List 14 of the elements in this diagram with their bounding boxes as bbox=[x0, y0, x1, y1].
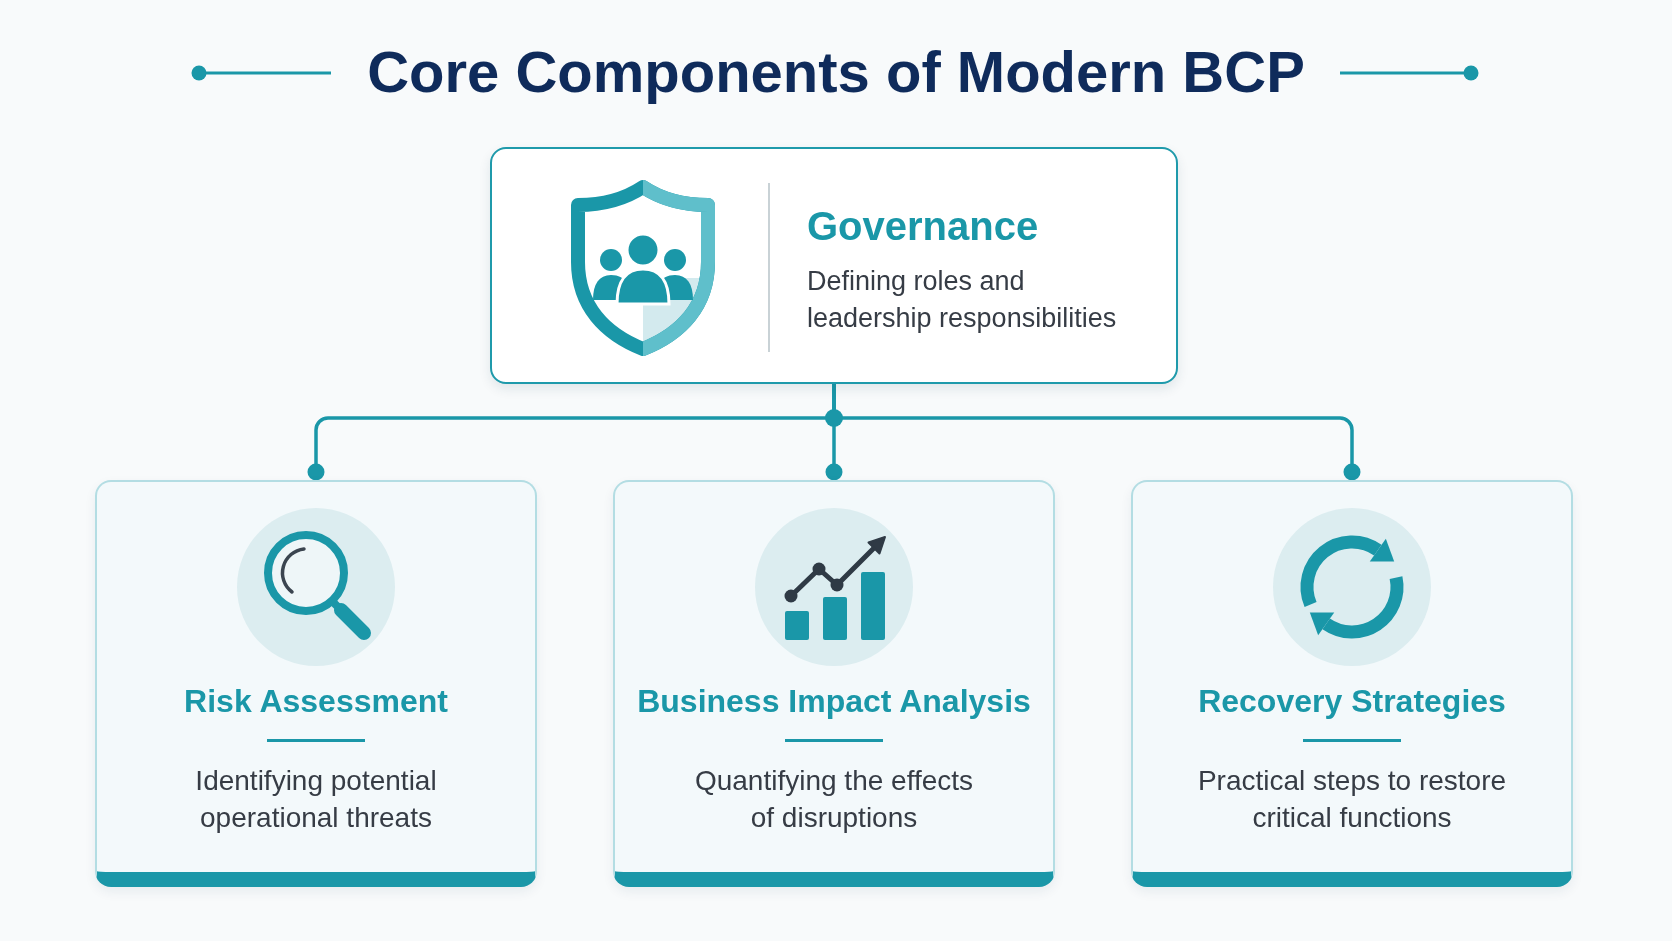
connector bbox=[832, 384, 1361, 481]
card-title: Governance bbox=[807, 203, 1039, 250]
card-description: Defining roles and leadership responsibilities bbox=[807, 265, 1118, 335]
card bbox=[613, 480, 1055, 887]
info-card bbox=[490, 147, 1178, 384]
card-title: Recovery Strategies bbox=[1197, 682, 1507, 721]
card-description: Practical steps to restore critical functions bbox=[1196, 764, 1508, 835]
card bbox=[95, 480, 537, 887]
card-title: Business Impact Analysis bbox=[636, 682, 1032, 721]
card-description: Quantifying the effects of disruptions bbox=[693, 764, 975, 835]
card bbox=[1131, 480, 1573, 887]
card-title: Risk Assessment bbox=[183, 682, 449, 721]
title: Core Components of Modern BCP bbox=[367, 38, 1305, 106]
card-description: Identifying potential operational threats bbox=[194, 764, 438, 835]
